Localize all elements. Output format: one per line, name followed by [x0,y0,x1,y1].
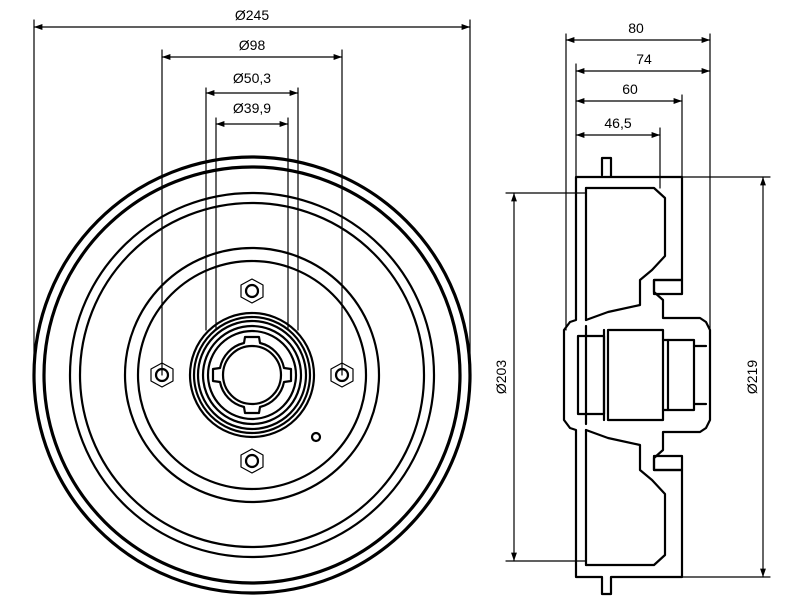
bolt-circle-label: Ø98 [239,37,266,53]
hub-ring-4 [201,324,303,426]
side-view: 80 74 60 46,5 Ø203 Ø219 [493,20,771,596]
outer-rim-ring [32,155,472,595]
dimension-outer-diameter: Ø245 [33,7,471,376]
bore [221,344,283,406]
outer-diameter-side-label: Ø219 [744,360,760,394]
outer-diameter-label: Ø245 [235,7,269,23]
hub-inner-label: Ø39,9 [233,100,271,116]
depth-4-label: 46,5 [604,115,631,131]
drum-inner-bottom [584,428,667,567]
drum-inner-top [584,186,667,322]
wheel-bolt-hole-top [240,278,264,304]
hub-outer-label: Ø50,3 [233,70,271,86]
hub-outer-ring [188,311,316,439]
splined-bore [211,335,293,415]
wheel-bolt-hole-bottom [240,448,264,474]
dimension-hub-inner: Ø39,9 [215,100,289,331]
dimension-depth-total: 80 [565,20,711,331]
front-view: Ø245 Ø98 Ø50,3 Ø39,9 [32,7,472,595]
lug-boss-bottom [652,454,684,472]
hub-ring-3 [196,319,308,431]
hub-section [576,324,708,426]
dimension-hub-outer: Ø50,3 [205,70,299,331]
dimension-bolt-circle: Ø98 [161,37,343,376]
drum-inner-ring [78,201,426,549]
lug-boss-top [652,278,684,296]
dimension-braking-diameter: Ø203 [493,192,587,562]
dimension-depth-4: 46,5 [575,115,661,189]
depth-total-label: 80 [628,20,644,36]
locating-pin-hole [310,431,322,443]
depth-3-label: 60 [622,81,638,97]
dimension-depth-3: 60 [575,81,683,178]
braking-surface-ring [123,246,381,504]
hub-ring-5 [206,329,298,421]
dimension-outer-diameter-side: Ø219 [681,176,771,578]
hub-flange-ring [136,259,368,491]
depth-2-label: 74 [636,51,652,67]
braking-diameter-label: Ø203 [493,360,509,394]
hub-ring-2 [192,315,312,435]
drum-face-ring [42,165,462,585]
dimension-depth-2: 74 [575,51,711,178]
drum-step-ring [68,191,436,559]
